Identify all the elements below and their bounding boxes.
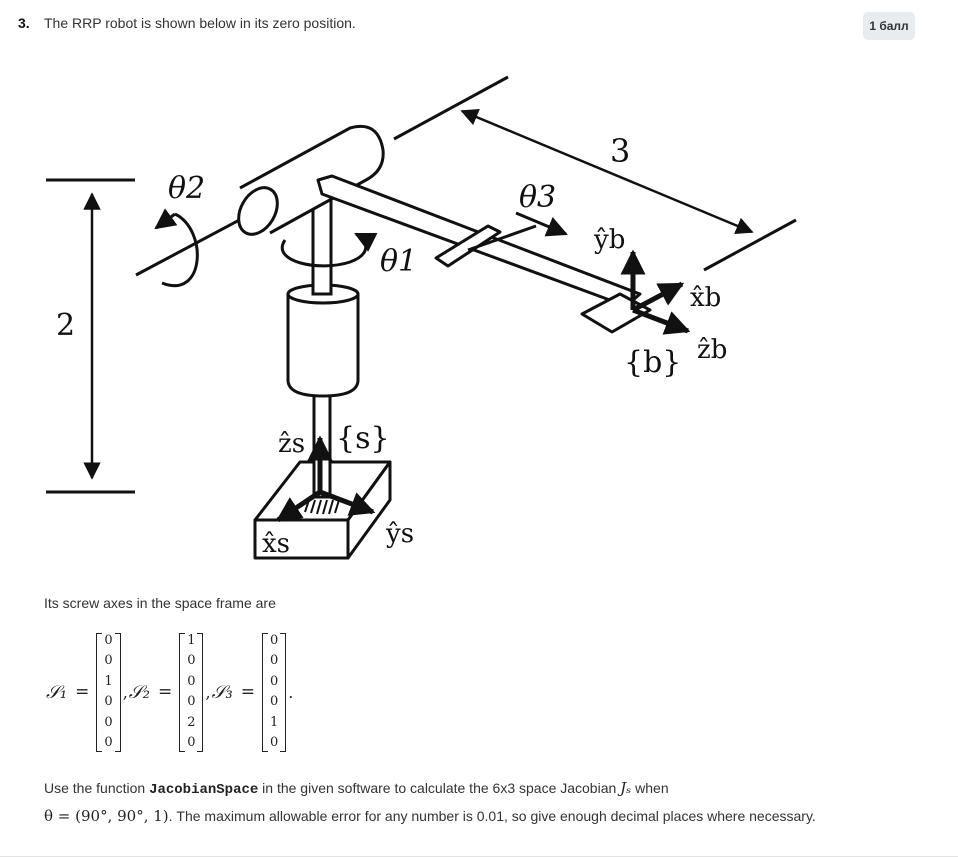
space-frame-axes bbox=[275, 435, 376, 523]
theta3-arrow bbox=[515, 211, 568, 237]
joint2-cylinder bbox=[237, 124, 385, 236]
matrix-cell: 1 bbox=[269, 714, 279, 730]
joint1-cylinder bbox=[286, 283, 360, 398]
matrix-cell: 0 bbox=[269, 673, 279, 689]
matrix-cell: 2 bbox=[187, 714, 196, 730]
matrix-cell: 1 bbox=[104, 673, 113, 689]
equals-sign: = bbox=[157, 682, 173, 702]
length-dimension bbox=[393, 75, 797, 272]
matrix-cell: 1 bbox=[187, 632, 196, 648]
theta1-label: θ1 bbox=[380, 244, 417, 279]
theta-expression: θ = (90°, 90°, 1) bbox=[44, 806, 169, 825]
theta3-label: θ3 bbox=[519, 180, 556, 215]
matrix-cell: 0 bbox=[269, 694, 279, 709]
points-badge: 1 балл bbox=[863, 12, 915, 40]
length-label: 3 bbox=[610, 132, 630, 170]
instr-part1: Use the function bbox=[44, 780, 146, 796]
matrix-cell: 0 bbox=[104, 694, 113, 709]
frame-s-label: {s} bbox=[336, 421, 390, 456]
matrix-cell: 0 bbox=[187, 694, 196, 709]
theta1-rotation-arrow bbox=[280, 232, 378, 268]
function-name: JacobianSpace bbox=[149, 782, 259, 798]
matrix-cell: 0 bbox=[187, 653, 196, 668]
s3-vector: 0 0 0 0 1 0 bbox=[261, 631, 287, 754]
equals-sign: = bbox=[240, 682, 255, 702]
s1-vector: 0 0 1 0 0 0 bbox=[95, 631, 121, 754]
s2-vector: 1 0 0 0 2 0 bbox=[178, 631, 204, 754]
matrix-cell: 0 bbox=[104, 653, 113, 668]
frame-b-label: {b} bbox=[624, 345, 681, 380]
matrix-cell: 0 bbox=[187, 673, 196, 689]
instr-part3: when bbox=[635, 780, 669, 796]
height-label: 2 bbox=[56, 308, 75, 343]
question-title: The RRP robot is shown below in its zero… bbox=[44, 15, 356, 31]
instr-part2: in the given software to calculate the 6… bbox=[262, 780, 617, 796]
period: . bbox=[288, 682, 294, 702]
zs-label: ẑs bbox=[278, 429, 305, 459]
comma: , bbox=[122, 682, 128, 702]
question-number: 3. bbox=[18, 15, 30, 31]
body-frame-axes bbox=[620, 249, 691, 335]
instr-part4: . The maximum allowable error for any nu… bbox=[168, 807, 816, 824]
matrix-cell: 0 bbox=[104, 735, 113, 750]
s1-label: 𝒮₁ bbox=[46, 681, 68, 703]
yb-label: ŷb bbox=[593, 225, 625, 255]
s2-label: 𝒮₂ bbox=[128, 681, 150, 703]
zb-label: ẑb bbox=[697, 335, 727, 365]
prismatic-slider bbox=[434, 224, 537, 268]
robot-diagram: 2 3 θ2 ẑs {s} x̂s ŷs θ1 bbox=[46, 75, 797, 560]
jacobian-symbol: Jₛ bbox=[620, 779, 632, 797]
height-dimension bbox=[46, 178, 135, 494]
matrix-cell: 0 bbox=[269, 632, 279, 648]
s3-label: 𝒮₃ bbox=[211, 681, 233, 703]
xs-label: x̂s bbox=[262, 529, 290, 559]
xb-label: x̂b bbox=[690, 283, 721, 313]
theta2-label: θ2 bbox=[168, 171, 205, 206]
theta2-rotation-arrow bbox=[161, 212, 199, 287]
matrix-cell: 0 bbox=[269, 735, 279, 750]
matrix-cell: 0 bbox=[269, 653, 279, 668]
matrix-cell: 0 bbox=[187, 735, 196, 750]
screw-axes-row: 𝒮₁ = 0 0 1 0 0 0 , 𝒮₂ = 1 0 0 0 2 0 , 𝒮₃… bbox=[46, 627, 294, 757]
comma: , bbox=[205, 682, 211, 702]
matrix-cell: 0 bbox=[104, 714, 113, 730]
matrix-cell: 0 bbox=[104, 632, 113, 648]
ys-label: ŷs bbox=[385, 519, 414, 549]
divider bbox=[0, 856, 958, 857]
screw-intro: Its screw axes in the space frame are bbox=[44, 595, 276, 611]
instructions-paragraph: Use the function JacobianSpace in the gi… bbox=[44, 776, 824, 829]
equals-sign: = bbox=[75, 682, 90, 702]
